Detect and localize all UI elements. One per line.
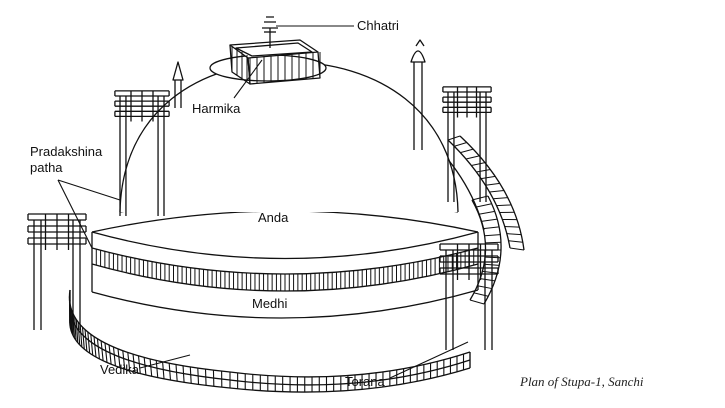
leader-lines bbox=[57, 25, 469, 379]
ashoka-pillar-right bbox=[410, 39, 426, 150]
stairway bbox=[419, 129, 525, 305]
torana-back-right bbox=[442, 86, 492, 202]
anda-dome bbox=[119, 61, 459, 213]
label-anda: Anda bbox=[258, 210, 289, 225]
label-medhi: Medhi bbox=[252, 296, 288, 311]
harmika bbox=[209, 39, 327, 85]
stupa-drawing bbox=[27, 16, 525, 393]
torana-back-left bbox=[114, 90, 170, 216]
label-vedika: Vedika bbox=[100, 362, 140, 377]
chhatri bbox=[262, 16, 278, 48]
medhi-drum bbox=[91, 232, 479, 319]
ashoka-pillar-left bbox=[172, 61, 184, 108]
torana-right bbox=[439, 243, 499, 350]
label-patha: patha bbox=[30, 160, 63, 175]
torana-left bbox=[27, 213, 87, 330]
figure-caption: Plan of Stupa-1, Sanchi bbox=[519, 374, 644, 389]
upper-railing-posts bbox=[95, 249, 475, 291]
label-harmika: Harmika bbox=[192, 101, 241, 116]
harmika-posts bbox=[231, 46, 321, 84]
label-chhatri: Chhatri bbox=[357, 18, 399, 33]
label-pradakshina: Pradakshina bbox=[30, 144, 103, 159]
label-torana: Torana bbox=[345, 374, 386, 389]
